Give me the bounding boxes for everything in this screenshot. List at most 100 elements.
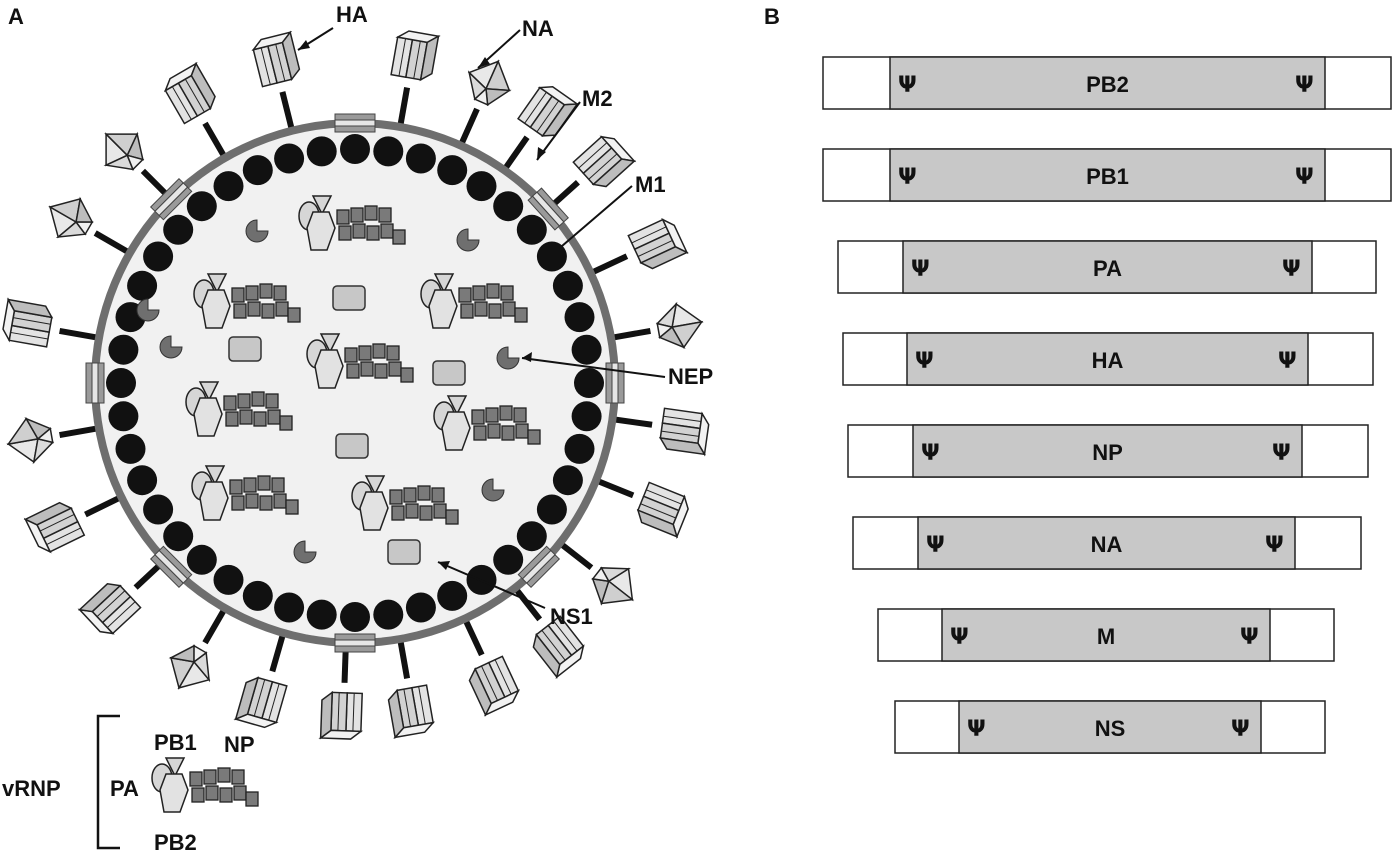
m1-protein (242, 155, 273, 186)
ha-spike (633, 481, 693, 538)
m1-protein (493, 191, 524, 222)
segment-ns: Ψ Ψ NS (894, 700, 1326, 754)
ns1-protein (332, 285, 366, 311)
m1-protein (108, 334, 139, 365)
psi-right: Ψ (1240, 625, 1259, 650)
m1-protein (552, 465, 583, 496)
m1-protein (574, 368, 604, 398)
m1-protein (213, 564, 244, 595)
nep-protein (136, 298, 160, 322)
segment-name: NA (1091, 532, 1123, 557)
ha-spike (658, 407, 711, 456)
m1-protein (213, 171, 244, 202)
m1-protein (127, 270, 158, 301)
nep-protein (245, 219, 269, 243)
m1-protein (564, 433, 595, 464)
ha-spike (319, 691, 363, 741)
segment-coding-region (912, 424, 1303, 478)
nep-protein (481, 478, 505, 502)
psi-left: Ψ (915, 349, 934, 374)
psi-right: Ψ (1265, 533, 1284, 558)
m1-protein (274, 143, 305, 174)
ha-spike (517, 80, 578, 143)
psi-left: Ψ (911, 257, 930, 282)
psi-left: Ψ (898, 73, 917, 98)
m2-arrow (536, 101, 581, 161)
nep-arrow (521, 357, 666, 378)
ha-spike (465, 655, 523, 716)
segment-name: PB1 (1086, 164, 1129, 189)
m1-protein (466, 171, 497, 202)
m1-protein (186, 544, 217, 575)
na-spike (159, 638, 221, 700)
vrnp-bracket (96, 714, 120, 850)
psi-right: Ψ (1295, 73, 1314, 98)
vrnp-pb2: PB2 (154, 830, 197, 855)
segment-name: NP (1092, 440, 1123, 465)
m1-protein (186, 191, 217, 222)
psi-right: Ψ (1295, 165, 1314, 190)
m1-protein (373, 599, 404, 630)
m1-arrow (561, 185, 633, 247)
ha-spike (160, 62, 220, 125)
segment-na: Ψ Ψ NA (852, 516, 1362, 570)
ha-spike (78, 577, 142, 640)
segment-name: NS (1095, 716, 1126, 741)
m1-protein (340, 602, 370, 632)
na-spike (3, 414, 57, 467)
psi-right: Ψ (1231, 717, 1250, 742)
m1-protein (536, 494, 567, 525)
na-spike (459, 51, 520, 112)
psi-right: Ψ (1272, 441, 1291, 466)
m1-protein (143, 241, 174, 272)
m1-protein (552, 270, 583, 301)
m1-matrix-layer (106, 134, 604, 632)
label-m1: M1 (635, 172, 666, 197)
psi-left: Ψ (926, 533, 945, 558)
m2-channel (334, 633, 376, 653)
segment-coding-region (902, 240, 1313, 294)
psi-right: Ψ (1278, 349, 1297, 374)
virion-interior (99, 127, 611, 639)
psi-left: Ψ (967, 717, 986, 742)
ha-spike (24, 498, 86, 557)
vrnp-np: NP (224, 732, 255, 757)
segment-coding-region (958, 700, 1262, 754)
nep-protein (456, 228, 480, 252)
vrnp-pa: PA (110, 776, 139, 801)
segment-name: M (1097, 624, 1115, 649)
ha-spike (386, 684, 436, 739)
ha-spike (0, 298, 55, 348)
m1-protein (340, 134, 370, 164)
nep-protein (159, 335, 183, 359)
vrnp-legend: vRNP PB1 NP PA PB2 (2, 714, 259, 855)
m1-protein (143, 494, 174, 525)
m1-protein (437, 155, 468, 186)
label-ns1: NS1 (550, 604, 593, 629)
ns1-protein (228, 336, 262, 362)
nep-protein (496, 346, 520, 370)
segment-name: PA (1093, 256, 1122, 281)
segment-coding-region (906, 332, 1309, 386)
na-spike (653, 299, 707, 352)
panel-a-labels (297, 27, 666, 609)
m1-protein (163, 214, 194, 245)
m1-protein (106, 368, 136, 398)
ha-spike (234, 674, 288, 731)
virion (0, 28, 711, 741)
ns1-protein (335, 433, 369, 459)
label-nep: NEP (668, 364, 713, 389)
m1-protein (405, 143, 436, 174)
m1-protein (163, 521, 194, 552)
psi-left: Ψ (921, 441, 940, 466)
m1-protein (493, 544, 524, 575)
m1-protein (571, 334, 602, 365)
segment-coding-region (889, 148, 1326, 202)
segment-coding-region (889, 56, 1326, 110)
m1-protein (571, 401, 602, 432)
m1-protein (437, 580, 468, 611)
